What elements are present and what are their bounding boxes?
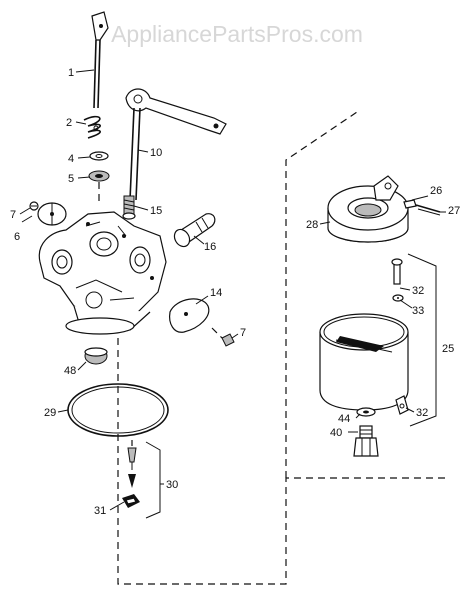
label-part-48: 48 — [64, 365, 76, 377]
label-part-26: 26 — [430, 185, 442, 197]
leader-lines — [19, 69, 446, 511]
part-31-clip — [122, 494, 140, 508]
watermark-text: AppliancePartsPros.com — [111, 21, 363, 47]
label-part-30: 30 — [166, 479, 178, 491]
label-part-33: 33 — [412, 305, 424, 317]
label-part-15: 15 — [150, 205, 162, 217]
label-part-14: 14 — [210, 287, 222, 299]
part-32-screw-lower — [395, 395, 409, 415]
label-part-27: 27 — [448, 205, 460, 217]
part-32-screw-upper — [391, 258, 403, 285]
label-part-28: 28 — [306, 219, 318, 231]
label-part-2: 2 — [66, 117, 72, 129]
part-15-idle-screw — [122, 195, 136, 220]
label-part-6: 6 — [14, 231, 20, 243]
part-1-throttle-shaft — [91, 11, 109, 109]
part-14-plate — [169, 298, 210, 333]
label-part-5: 5 — [68, 173, 74, 185]
part-7-screw — [29, 201, 39, 211]
part-10-choke-shaft — [125, 88, 227, 201]
label-part-25: 25 — [442, 343, 454, 355]
part-16-fitting — [173, 213, 216, 248]
part-5-seal — [88, 170, 110, 206]
part-27-pin — [415, 204, 441, 216]
part-44-washer — [356, 407, 376, 417]
label-part-1: 1 — [68, 67, 74, 79]
bracket-25 — [407, 253, 437, 427]
part-26-pin — [403, 199, 417, 209]
label-part-29: 29 — [44, 407, 56, 419]
label-part-7-upper: 7 — [10, 209, 16, 221]
label-part-10: 10 — [150, 147, 162, 159]
label-part-16: 16 — [204, 241, 216, 253]
label-part-31: 31 — [94, 505, 106, 517]
part-40-bowl-nut — [353, 425, 379, 457]
label-part-44: 44 — [338, 413, 350, 425]
label-part-4: 4 — [68, 153, 74, 165]
part-7-screw-lower — [211, 327, 235, 347]
label-part-7-lower: 7 — [240, 327, 246, 339]
part-33-washer — [392, 294, 404, 302]
carburetor-body — [38, 211, 167, 335]
part-4-washer — [89, 151, 109, 161]
part-28-float-bowl-top — [327, 175, 409, 243]
label-part-32-lower: 32 — [416, 407, 428, 419]
part-25-float-bowl — [319, 313, 409, 411]
part-labels: 1 2 4 5 10 15 16 7 6 14 7 48 29 30 31 28… — [10, 67, 460, 517]
part-48-plug — [84, 347, 108, 365]
part-2-spring — [83, 115, 101, 139]
label-part-40: 40 — [330, 427, 342, 439]
label-part-32-upper: 32 — [412, 285, 424, 297]
part-6-diaphragm — [37, 202, 67, 226]
part-30-needle — [127, 440, 161, 519]
